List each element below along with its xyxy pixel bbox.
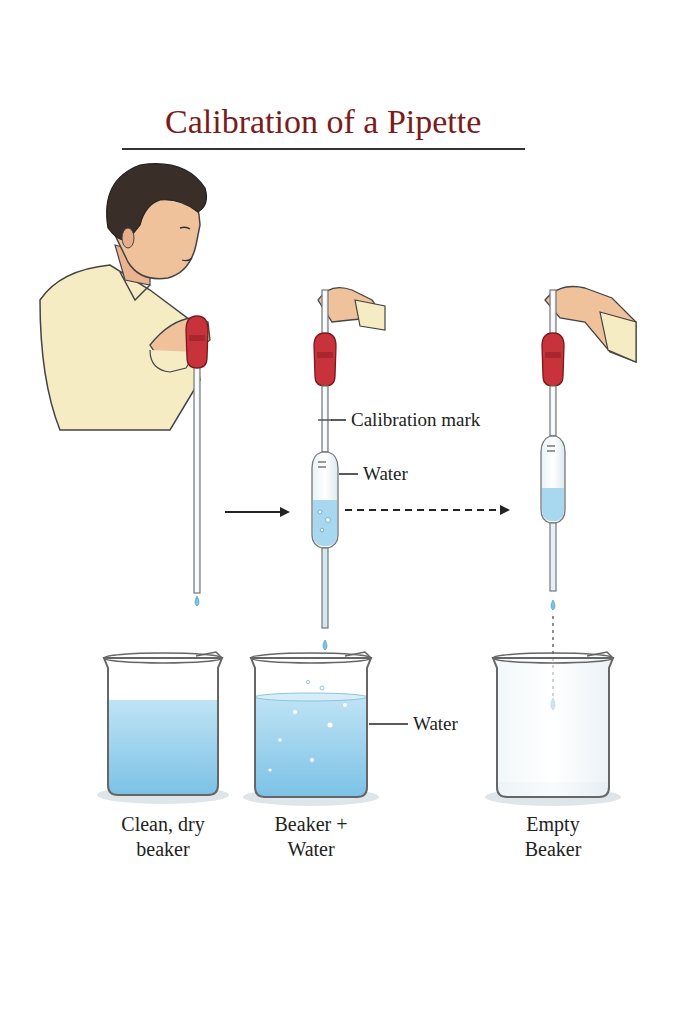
callout-label: Water <box>363 463 408 485</box>
beaker-caption: Beaker + Water <box>256 812 366 862</box>
pipette <box>541 287 636 711</box>
person <box>40 164 210 430</box>
title: Calibration of a Pipette <box>165 103 481 141</box>
beaker-caption: Empty Beaker <box>503 812 603 862</box>
callout-label: Calibration mark <box>351 409 480 431</box>
pipette <box>186 316 208 606</box>
callout-label: Water <box>413 713 458 735</box>
beaker <box>485 652 621 806</box>
beaker <box>243 652 379 806</box>
beaker <box>97 652 229 804</box>
beaker-caption: Clean, dry beaker <box>108 812 218 862</box>
